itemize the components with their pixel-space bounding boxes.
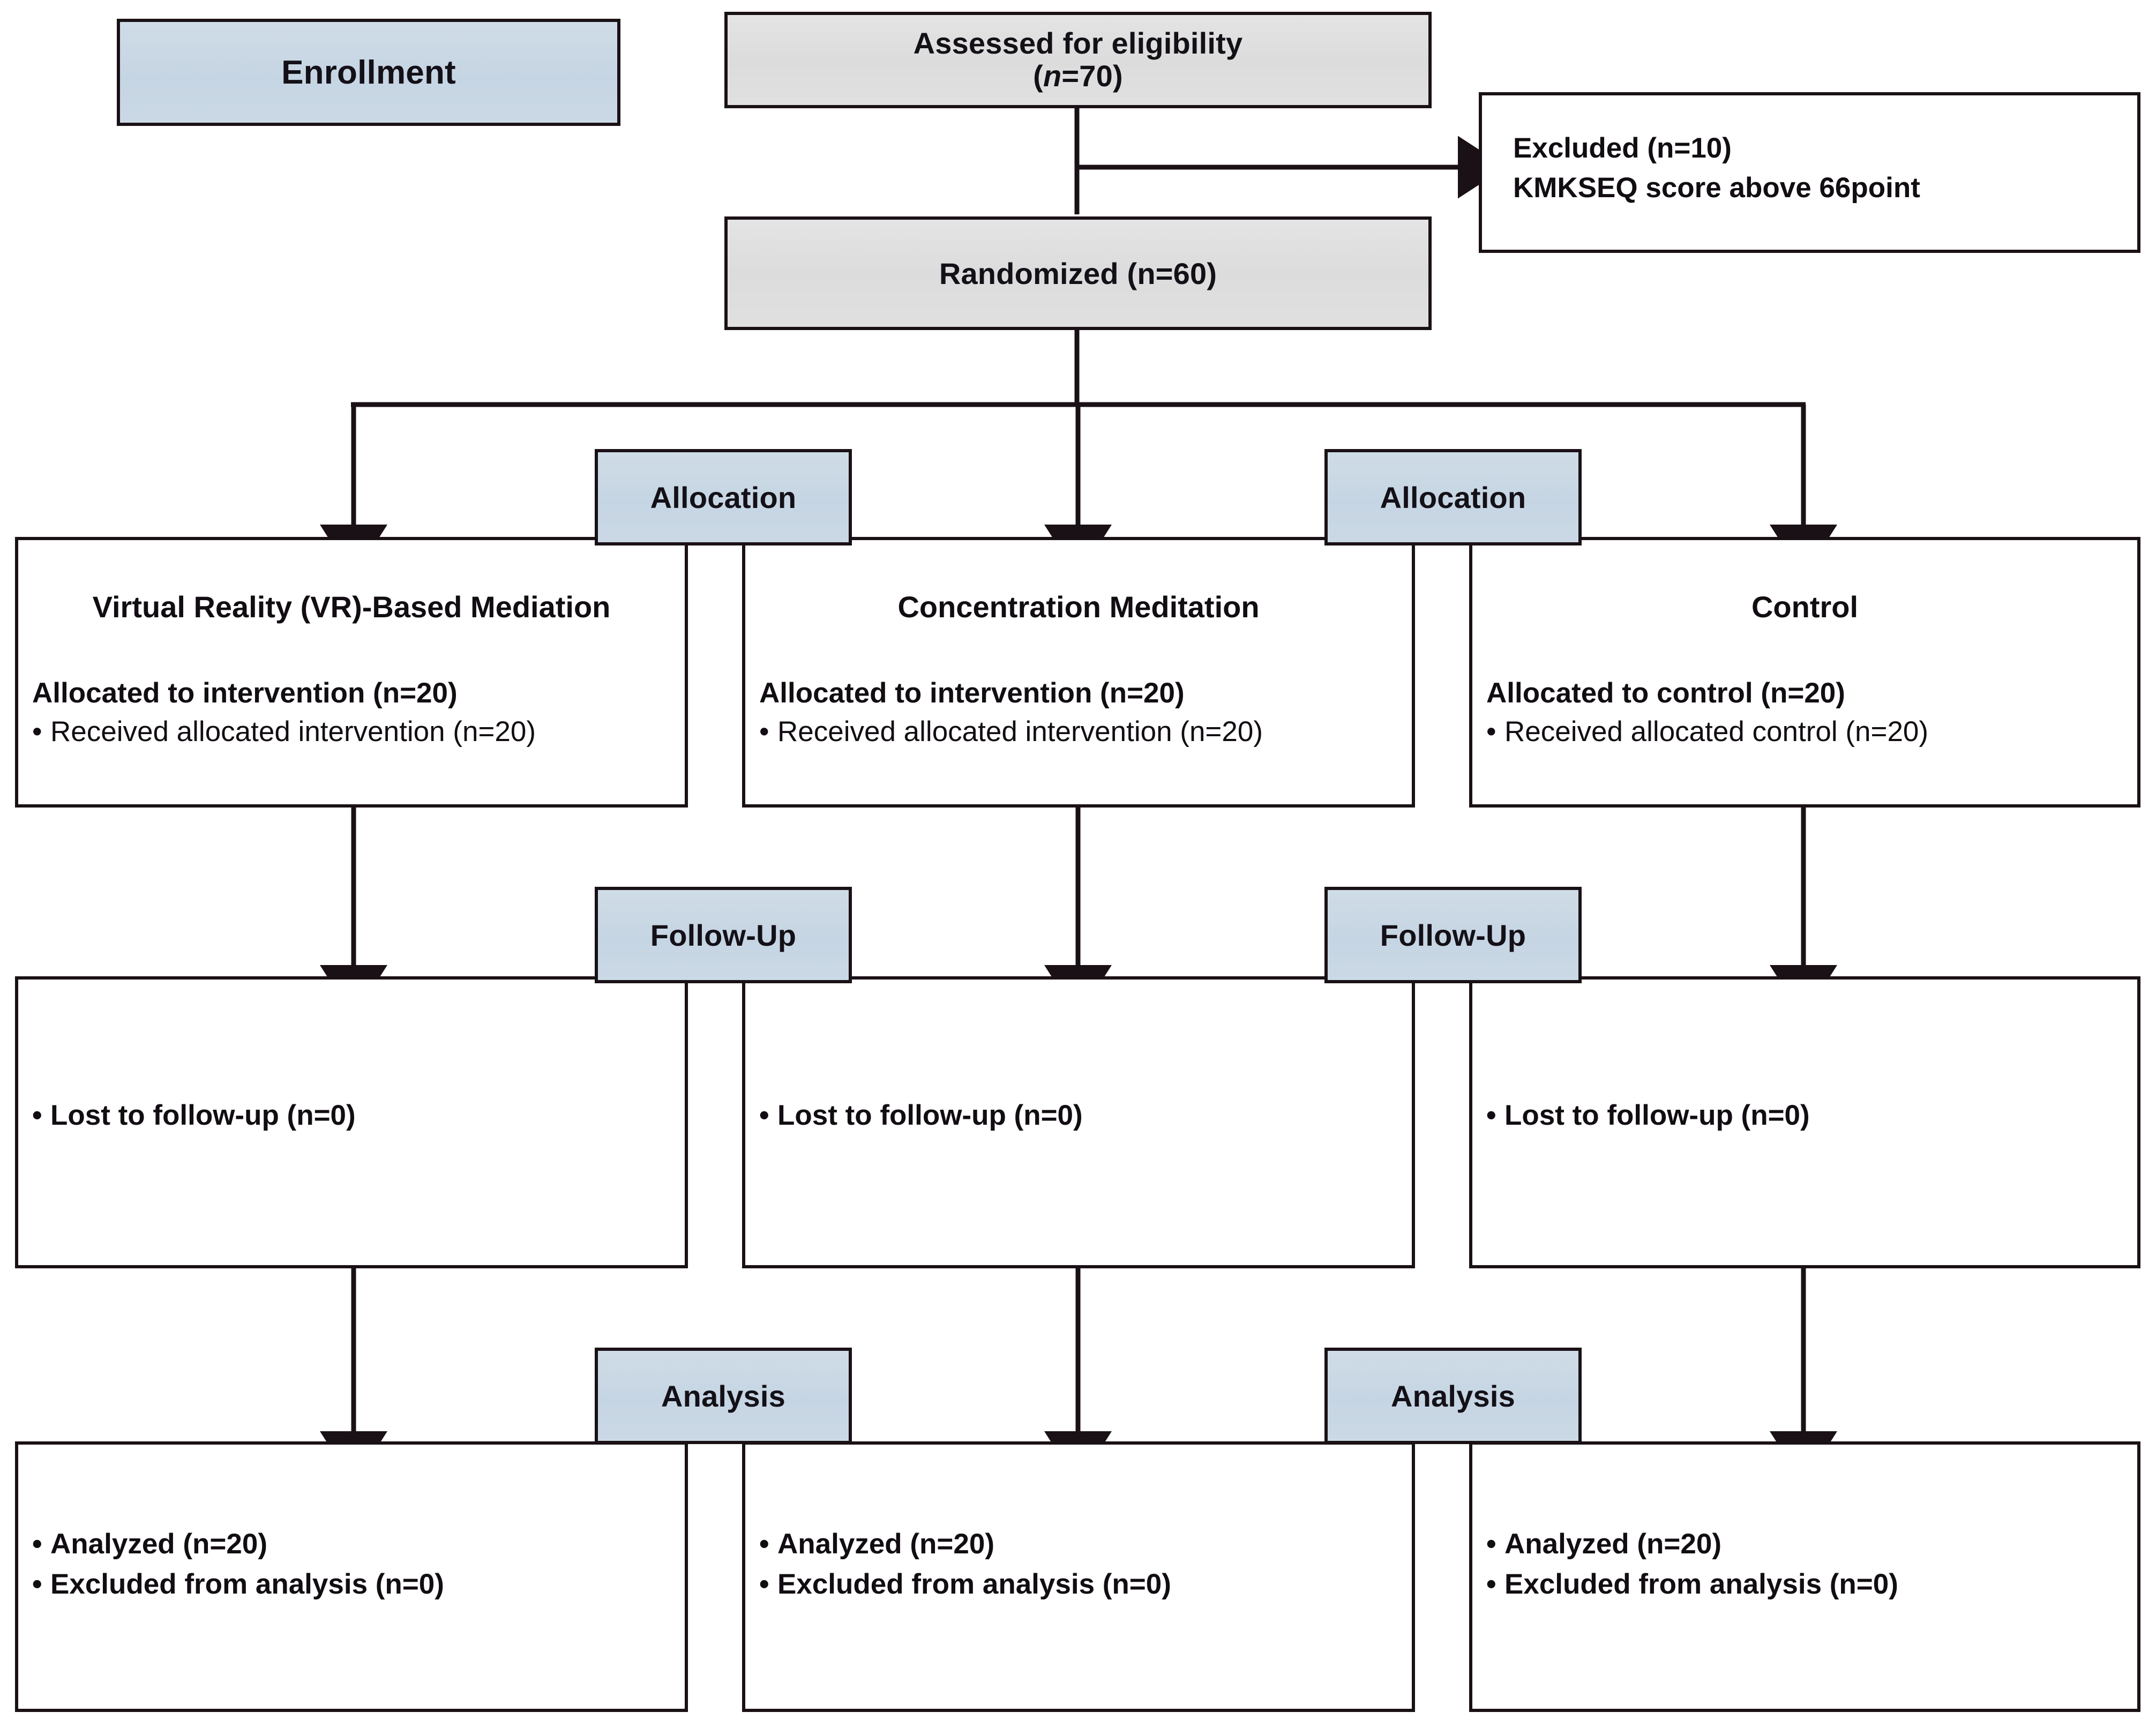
analysis-text-cm: •Analyzed (n=20) •Excluded from analysis… bbox=[759, 1524, 1404, 1605]
stage-label-analysis-left: Analysis bbox=[595, 1348, 852, 1444]
allocation-text-vr: Allocated to intervention (n=20) •Receiv… bbox=[32, 674, 677, 751]
stage-label-allocation-right-text: Allocation bbox=[1380, 480, 1526, 514]
stage-label-allocation-left: Allocation bbox=[595, 449, 852, 545]
analysis-bullet-excluded-control: •Excluded from analysis (n=0) bbox=[1486, 1564, 2130, 1604]
bullet-glyph: • bbox=[1486, 1528, 1496, 1560]
analysis-box-vr: •Analyzed (n=20) •Excluded from analysis… bbox=[15, 1441, 688, 1712]
allocation-box-control: Control Allocated to control (n=20) •Rec… bbox=[1469, 537, 2140, 808]
allocation-heading-vr: Allocated to intervention (n=20) bbox=[32, 677, 458, 709]
bullet-glyph: • bbox=[32, 716, 42, 748]
allocation-heading-cm: Allocated to intervention (n=20) bbox=[759, 677, 1185, 709]
stage-label-allocation-left-text: Allocation bbox=[650, 480, 797, 514]
bullet-glyph: • bbox=[759, 1528, 769, 1560]
excluded-box: Excluded (n=10) KMKSEQ score above 66poi… bbox=[1479, 92, 2140, 253]
stage-label-followup-left: Follow-Up bbox=[595, 887, 852, 983]
analysis-text-vr: •Analyzed (n=20) •Excluded from analysis… bbox=[32, 1524, 677, 1605]
allocation-bullet-vr: •Received allocated intervention (n=20) bbox=[32, 713, 677, 751]
excluded-reason: KMKSEQ score above 66point bbox=[1513, 172, 1920, 204]
randomized-box: Randomized (n=60) bbox=[724, 216, 1432, 330]
bullet-glyph: • bbox=[759, 1100, 769, 1131]
followup-box-control: •Lost to follow-up (n=0) bbox=[1469, 976, 2140, 1268]
bullet-glyph: • bbox=[1486, 1100, 1496, 1131]
analysis-box-cm: •Analyzed (n=20) •Excluded from analysis… bbox=[742, 1441, 1415, 1712]
arm-title-control: Control bbox=[1751, 590, 1859, 624]
analysis-text-control: •Analyzed (n=20) •Excluded from analysis… bbox=[1486, 1524, 2130, 1605]
bullet-glyph: • bbox=[759, 716, 769, 748]
stage-label-enrollment: Enrollment bbox=[117, 19, 620, 126]
bullet-glyph: • bbox=[1486, 716, 1496, 748]
stage-label-analysis-right-text: Analysis bbox=[1391, 1379, 1515, 1413]
allocation-box-vr: Virtual Reality (VR)-Based Mediation All… bbox=[15, 537, 688, 808]
stage-label-enrollment-text: Enrollment bbox=[281, 54, 456, 91]
allocation-text-cm: Allocated to intervention (n=20) •Receiv… bbox=[759, 674, 1404, 751]
analysis-bullet-excluded-cm: •Excluded from analysis (n=0) bbox=[759, 1564, 1404, 1604]
stage-label-followup-right-text: Follow-Up bbox=[1380, 918, 1526, 952]
followup-text-control: •Lost to follow-up (n=0) bbox=[1486, 1096, 2130, 1135]
followup-box-cm: •Lost to follow-up (n=0) bbox=[742, 976, 1415, 1268]
allocation-bullet-control: •Received allocated control (n=20) bbox=[1486, 713, 2130, 751]
allocation-box-cm: Concentration Meditation Allocated to in… bbox=[742, 537, 1415, 808]
allocation-bullet-cm: •Received allocated intervention (n=20) bbox=[759, 713, 1404, 751]
analysis-bullet-analyzed-control: •Analyzed (n=20) bbox=[1486, 1524, 2130, 1564]
analysis-box-control: •Analyzed (n=20) •Excluded from analysis… bbox=[1469, 1441, 2140, 1712]
bullet-glyph: • bbox=[32, 1568, 42, 1601]
bullet-glyph: • bbox=[1486, 1568, 1496, 1601]
assessed-for-eligibility-box: Assessed for eligibility (n=70) bbox=[724, 12, 1432, 108]
arm-title-cm: Concentration Meditation bbox=[897, 590, 1260, 624]
stage-label-allocation-right: Allocation bbox=[1324, 449, 1582, 545]
excluded-box-text: Excluded (n=10) KMKSEQ score above 66poi… bbox=[1513, 129, 2127, 208]
followup-box-vr: •Lost to follow-up (n=0) bbox=[15, 976, 688, 1268]
followup-text-cm: •Lost to follow-up (n=0) bbox=[759, 1096, 1404, 1135]
stage-label-analysis-left-text: Analysis bbox=[661, 1379, 785, 1413]
stage-label-followup-left-text: Follow-Up bbox=[650, 918, 797, 952]
excluded-count: Excluded (n=10) bbox=[1513, 132, 1732, 164]
assessed-for-eligibility-count: (n=70) bbox=[1033, 58, 1123, 93]
followup-bullet-vr: •Lost to follow-up (n=0) bbox=[32, 1096, 677, 1135]
bullet-glyph: • bbox=[32, 1528, 42, 1560]
bullet-glyph: • bbox=[32, 1100, 42, 1131]
analysis-bullet-excluded-vr: •Excluded from analysis (n=0) bbox=[32, 1564, 677, 1604]
followup-bullet-cm: •Lost to follow-up (n=0) bbox=[759, 1096, 1404, 1135]
followup-text-vr: •Lost to follow-up (n=0) bbox=[32, 1096, 677, 1135]
allocation-heading-control: Allocated to control (n=20) bbox=[1486, 677, 1845, 709]
analysis-bullet-analyzed-cm: •Analyzed (n=20) bbox=[759, 1524, 1404, 1564]
followup-bullet-control: •Lost to follow-up (n=0) bbox=[1486, 1096, 2130, 1135]
bullet-glyph: • bbox=[759, 1568, 769, 1601]
allocation-text-control: Allocated to control (n=20) •Received al… bbox=[1486, 674, 2130, 751]
analysis-bullet-analyzed-vr: •Analyzed (n=20) bbox=[32, 1524, 677, 1564]
stage-label-followup-right: Follow-Up bbox=[1324, 887, 1582, 983]
randomized-label: Randomized (n=60) bbox=[939, 256, 1217, 290]
stage-label-analysis-right: Analysis bbox=[1324, 1348, 1582, 1444]
assessed-for-eligibility-title: Assessed for eligibility bbox=[913, 26, 1243, 60]
arm-title-vr: Virtual Reality (VR)-Based Mediation bbox=[92, 590, 611, 624]
